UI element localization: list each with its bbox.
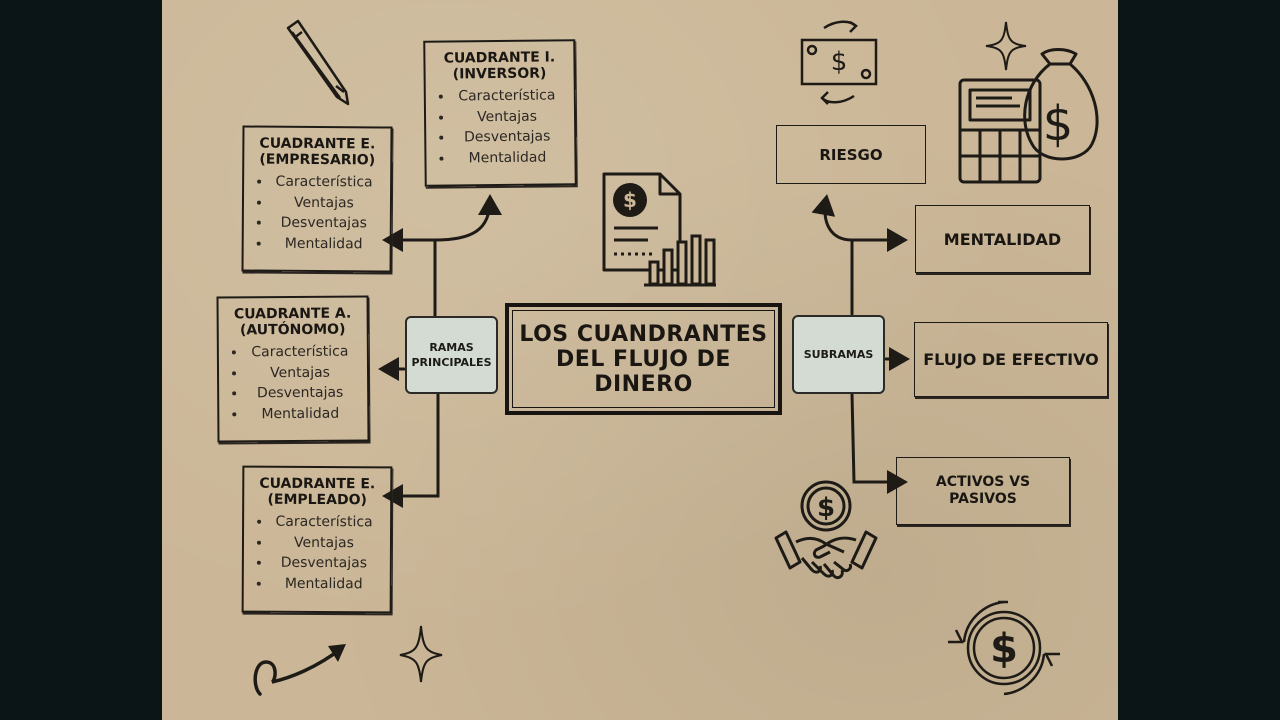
quadrant-empleado-card: CUADRANTE E. (EMPLEADO) Característica V…: [241, 465, 393, 614]
svg-text:$: $: [623, 188, 637, 212]
svg-text:$: $: [990, 626, 1018, 672]
riesgo-box: RIESGO: [776, 125, 926, 184]
list-item: Característica: [272, 172, 390, 193]
curly-arrow-icon: [253, 644, 346, 696]
riesgo-label: RIESGO: [819, 145, 883, 164]
svg-text:$: $: [831, 47, 848, 77]
list-item: Mentalidad: [272, 233, 390, 254]
list-item: Ventajas: [272, 532, 390, 553]
quadrant-empresario-card: CUADRANTE E. (EMPRESARIO) Característica…: [241, 125, 393, 273]
mentalidad-box: MENTALIDAD: [915, 205, 1090, 273]
list-item: Mentalidad: [454, 147, 574, 169]
sparkle-icon: [985, 21, 1027, 71]
pencil-icon: [286, 19, 350, 106]
money-bag-calculator-icon: $: [958, 48, 1099, 184]
flujo-efectivo-label: FLUJO DE EFECTIVO: [923, 350, 1099, 369]
list-item: Característica: [272, 512, 390, 533]
quadrant-inversor-title: CUADRANTE I. (INVERSOR): [443, 49, 556, 83]
list-item: Desventajas: [272, 213, 390, 234]
mind-map-canvas: LOS CUANDRANTES DEL FLUJO DE DINERO RAMA…: [162, 0, 1118, 720]
list-item: Desventajas: [272, 553, 390, 574]
quadrant-autonomo-title: CUADRANTE A. (AUTÓNOMO): [233, 305, 352, 339]
list-item: Mentalidad: [272, 573, 390, 594]
dollar-cycle-icon: $: [948, 600, 1060, 696]
list-item: Desventajas: [454, 126, 574, 148]
main-branches-label: RAMAS PRINCIPALES: [411, 341, 492, 369]
svg-text:$: $: [1043, 96, 1074, 152]
quadrant-autonomo-list: Característica Ventajas Desventajas Ment…: [219, 341, 368, 424]
quadrant-inversor-card: CUADRANTE I. (INVERSOR) Característica V…: [423, 39, 577, 187]
flujo-efectivo-box: FLUJO DE EFECTIVO: [914, 322, 1108, 397]
quadrant-empleado-list: Característica Ventajas Desventajas Ment…: [244, 512, 390, 595]
activos-pasivos-box: ACTIVOS VS PASIVOS: [896, 457, 1070, 525]
quadrant-autonomo-card: CUADRANTE A. (AUTÓNOMO) Característica V…: [216, 295, 370, 443]
list-item: Mentalidad: [247, 403, 367, 424]
connector-lines: [378, 194, 910, 508]
sub-branches-label: SUBRAMAS: [803, 348, 874, 361]
list-item: Característica: [454, 85, 574, 107]
list-item: Desventajas: [247, 382, 367, 403]
money-exchange-icon: $: [800, 20, 878, 105]
quadrant-empresario-title: CUADRANTE E. (EMPRESARIO): [259, 135, 376, 169]
list-item: Ventajas: [454, 106, 574, 128]
financial-document-icon: $: [602, 172, 716, 287]
list-item: Ventajas: [272, 192, 390, 213]
mentalidad-label: MENTALIDAD: [943, 229, 1062, 249]
list-item: Característica: [247, 341, 367, 362]
sub-branches-node: SUBRAMAS: [792, 315, 885, 394]
quadrant-inversor-list: Característica Ventajas Desventajas Ment…: [426, 85, 575, 169]
sparkle-icon: [399, 625, 443, 683]
central-topic: LOS CUANDRANTES DEL FLUJO DE DINERO: [505, 303, 782, 415]
handshake-dollar-icon: $: [774, 480, 878, 580]
main-branches-node: RAMAS PRINCIPALES: [405, 316, 498, 394]
quadrant-empresario-list: Característica Ventajas Desventajas Ment…: [244, 171, 391, 254]
list-item: Ventajas: [247, 362, 367, 383]
svg-text:$: $: [817, 493, 835, 523]
central-title: LOS CUANDRANTES DEL FLUJO DE DINERO: [519, 321, 768, 397]
quadrant-empleado-title: CUADRANTE E. (EMPLEADO): [259, 475, 376, 509]
activos-pasivos-label: ACTIVOS VS PASIVOS: [935, 474, 1031, 507]
